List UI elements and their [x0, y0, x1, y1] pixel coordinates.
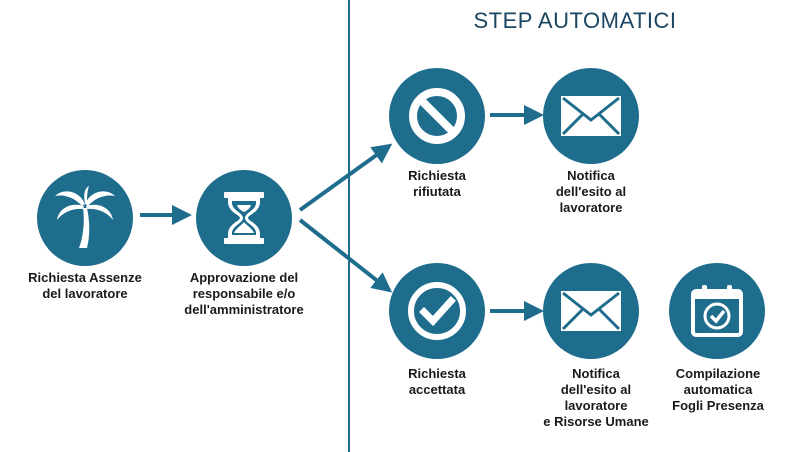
- node-notify-accepted: [543, 263, 639, 359]
- envelope-icon: [561, 96, 621, 136]
- hourglass-icon: [224, 192, 264, 244]
- prohibited-icon: [409, 88, 465, 144]
- node-approval-label: Approvazione del responsabile e/o dell'a…: [184, 270, 304, 317]
- node-request-label: Richiesta Assenze del lavoratore: [28, 270, 142, 301]
- node-timesheet: [669, 263, 765, 359]
- node-rejected: [389, 68, 485, 164]
- node-approval: [196, 170, 292, 266]
- node-rejected-label: Richiesta rifiutata: [408, 168, 466, 199]
- calendar-check-icon: [691, 285, 743, 337]
- node-request: [37, 170, 133, 266]
- node-accepted-label: Richiesta accettata: [408, 366, 466, 397]
- envelope-icon: [561, 291, 621, 331]
- palm-tree-icon: [55, 186, 115, 248]
- node-notify-rejected-label: Notifica dell'esito al lavoratore: [555, 168, 627, 215]
- arrow-approval-to-rejected: [298, 143, 393, 212]
- section-divider: [348, 0, 350, 452]
- node-timesheet-label: Compilazione automatica Fogli Presenza: [672, 366, 764, 413]
- node-notify-accepted-label: Notifica dell'esito al lavoratore e Riso…: [543, 366, 649, 429]
- node-accepted: [389, 263, 485, 359]
- section-title: STEP AUTOMATICI: [473, 8, 677, 33]
- checkmark-icon: [408, 282, 466, 340]
- arrow-approval-to-accepted: [298, 218, 393, 293]
- node-notify-rejected: [543, 68, 639, 164]
